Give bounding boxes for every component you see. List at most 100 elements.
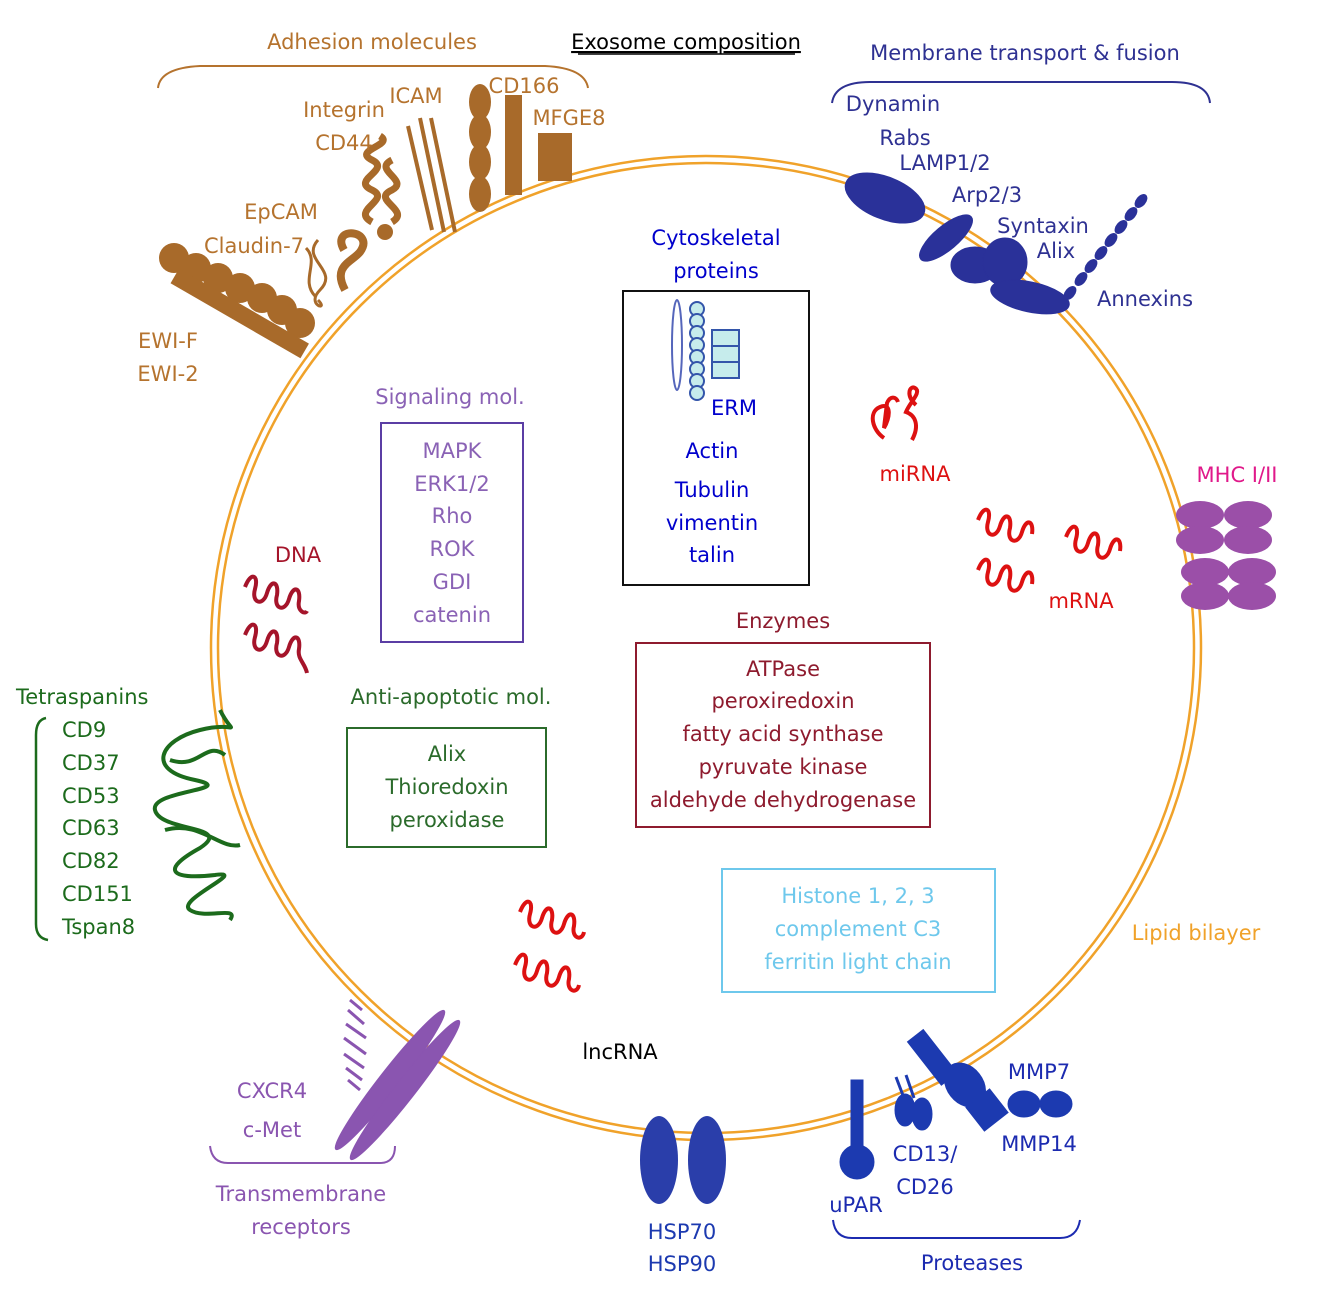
enzymes-labels: Enzymes ATPase peroxiredoxin fatty acid … [650,609,916,812]
antiapoptotic-label: Thioredoxin [384,775,508,799]
proteases-labels: MMP7 MMP14 CD13/ CD26 uPAR Proteases [829,1060,1077,1275]
protease-label: uPAR [829,1193,883,1217]
receptors-label: CXCR4 [237,1079,307,1103]
signaling-label: MAPK [423,439,483,463]
cytoskeletal-header: proteins [673,259,759,283]
dna-icon [243,574,309,674]
enzymes-label: ATPase [746,657,820,681]
adhesion-label: EWI-2 [137,362,198,386]
signaling-label: catenin [413,603,491,627]
adhesion-label: ICAM [389,84,442,108]
mhc-label: MHC I/II [1197,463,1278,487]
adhesion-label: Integrin [303,98,385,122]
signaling-label: Rho [432,504,473,528]
enzymes-label: pyruvate kinase [699,755,868,779]
enzymes-box [635,642,931,828]
tetraspanins-label: CD82 [62,849,120,873]
transport-labels: Membrane transport & fusion Dynamin Rabs… [846,41,1193,311]
mirna-label: miRNA [880,462,952,486]
signaling-box [380,422,524,643]
cytoskeletal-header: Cytoskeletal [651,226,780,250]
histone-labels: Histone 1, 2, 3 complement C3 ferritin l… [764,884,951,974]
cytoskeletal-label: Actin [686,439,739,463]
transport-label: Syntaxin [997,214,1089,238]
transport-label: Dynamin [846,92,940,116]
adhesion-label: EWI-F [138,329,198,353]
cytoskeletal-label: talin [689,543,735,567]
transport-label: Arp2/3 [952,183,1022,207]
antiapoptotic-header: Anti-apoptotic mol. [351,685,552,709]
histone-label: ferritin light chain [764,950,951,974]
signaling-label: ERK1/2 [414,472,489,496]
hsp-icon [640,1116,726,1204]
transport-label: LAMP1/2 [899,151,990,175]
mrna-label: mRNA [1048,589,1114,613]
protease-label: MMP14 [1001,1132,1077,1156]
tetraspanins-label: CD151 [62,882,133,906]
receptors-label: c-Met [243,1118,301,1142]
adhesion-molecules-icon [157,65,589,359]
cytoskeletal-labels: Cytoskeletal proteins ERM Actin Tubulin … [651,226,780,567]
proteases-icon [832,1028,1081,1239]
enzymes-header: Enzymes [736,609,830,633]
signaling-label: GDI [433,570,472,594]
mhc-icon [1176,501,1276,610]
lncrna-icon [513,899,586,993]
receptors-header: Transmembrane [215,1182,386,1206]
antiapoptotic-label: Alix [428,742,466,766]
signaling-label: ROK [430,537,476,561]
tetraspanins-label: CD63 [62,816,120,840]
lncrna-label: lncRNA [582,1040,658,1064]
cytoskeletal-label: Tubulin [674,478,750,502]
adhesion-header: Adhesion molecules [267,30,477,54]
tetraspanins-label: CD53 [62,784,120,808]
transport-header: Membrane transport & fusion [870,41,1180,65]
adhesion-label: CD166 [489,74,560,98]
receptors-icon [209,998,461,1164]
cytoskeletal-label: ERM [711,396,757,420]
cytoskeletal-label: vimentin [666,511,758,535]
enzymes-label: aldehyde dehydrogenase [650,788,916,812]
diagram-title: Exosome composition [571,30,801,54]
protease-label: CD26 [896,1175,954,1199]
transport-label: Alix [1037,239,1075,263]
dna-label: DNA [275,543,322,567]
mrna-icon [976,507,1123,593]
antiapoptotic-labels: Anti-apoptotic mol. Alix Thioredoxin per… [351,685,552,832]
enzymes-label: peroxiredoxin [711,689,854,713]
tetraspanins-label: CD37 [62,751,120,775]
transport-label: Annexins [1097,287,1193,311]
tetraspanins-label: CD9 [62,718,106,742]
adhesion-label: CD44 [315,131,373,155]
enzymes-label: fatty acid synthase [682,722,883,746]
proteases-header: Proteases [921,1251,1023,1275]
cytoskeletal-icon [622,290,810,586]
lipid-bilayer-label: Lipid bilayer [1132,921,1261,945]
histone-label: complement C3 [775,917,942,941]
hsp-labels: HSP70 HSP90 [648,1220,717,1276]
signaling-labels: Signaling mol. MAPK ERK1/2 Rho ROK GDI c… [375,385,524,627]
transport-label: Rabs [879,126,930,150]
membrane-transport-icon [831,81,1211,315]
histone-label: Histone 1, 2, 3 [781,884,934,908]
adhesion-labels: Adhesion molecules Integrin CD44 ICAM CD… [137,30,605,386]
hsp-label: HSP90 [648,1252,717,1276]
antiapoptotic-box [346,727,547,848]
mirna-icon [870,385,920,441]
hsp-label: HSP70 [648,1220,717,1244]
adhesion-label: EpCAM [244,200,318,224]
receptors-header: receptors [251,1215,351,1239]
tetraspanins-label: Tspan8 [61,915,135,939]
tetraspanins-header: Tetraspanins [15,685,148,709]
tetraspanins-icon [34,709,241,942]
protease-label: CD13/ [893,1142,959,1166]
adhesion-label: Claudin-7 [204,234,304,258]
tetraspanins-labels: Tetraspanins CD9 CD37 CD53 CD63 CD82 CD1… [15,685,148,939]
protease-label: MMP7 [1008,1060,1070,1084]
histone-box [721,868,996,993]
receptors-labels: CXCR4 c-Met Transmembrane receptors [215,1079,386,1239]
antiapoptotic-label: peroxidase [390,808,505,832]
adhesion-label: MFGE8 [532,106,605,130]
